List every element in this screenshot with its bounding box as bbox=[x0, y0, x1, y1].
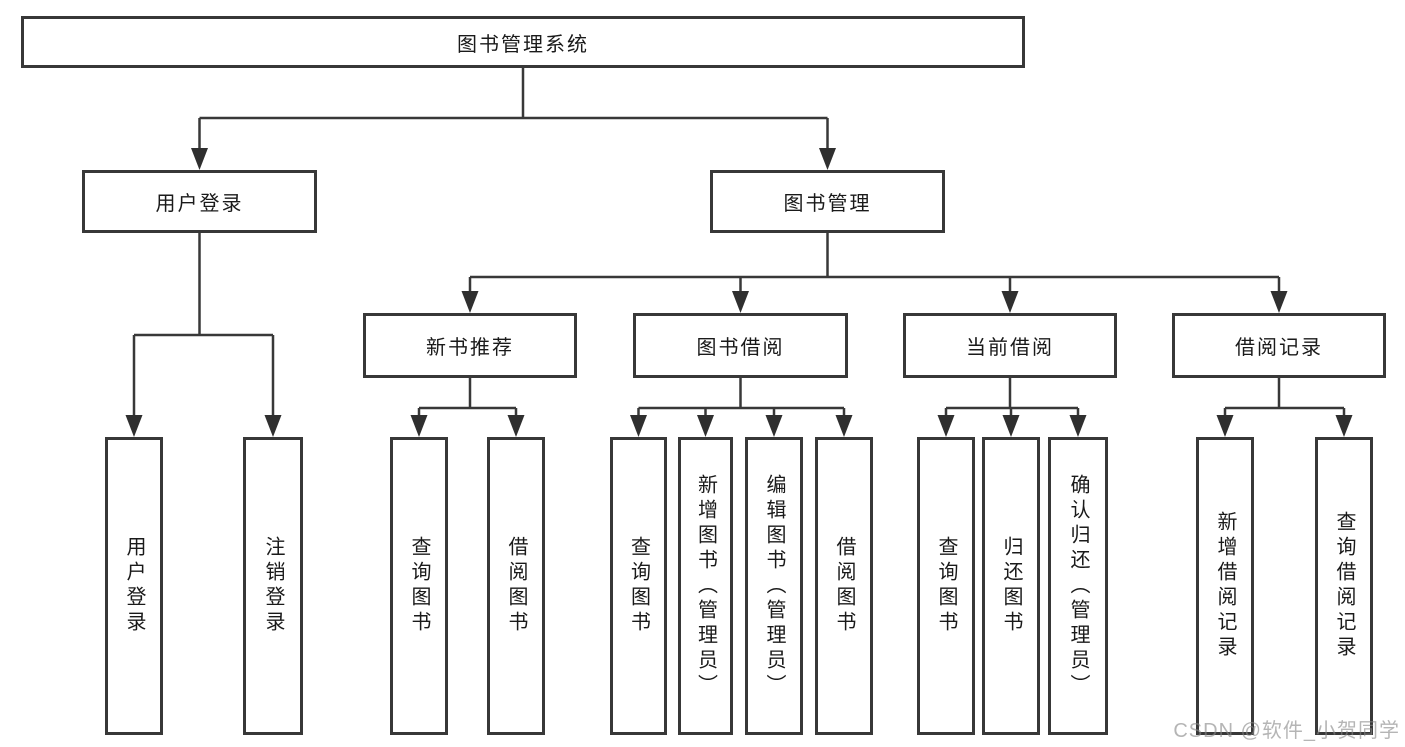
leaf-recommend-query-books: 查询图书 bbox=[390, 437, 448, 735]
leaf-borrow-query-books: 查询图书 bbox=[610, 437, 667, 735]
node-label: 图书借阅 bbox=[696, 337, 785, 359]
connector-book-borrow-children bbox=[637, 378, 846, 417]
leaf-user-login: 用户登录 bbox=[105, 437, 163, 735]
node-book-management: 图书管理 bbox=[710, 170, 945, 233]
connector-user-login-children bbox=[132, 233, 275, 417]
node-label: 查询借阅记录 bbox=[1333, 511, 1355, 661]
node-label: 编辑图书（管理员） bbox=[763, 473, 785, 699]
node-root-library-system: 图书管理系统 bbox=[21, 16, 1025, 68]
node-label: 新增图书（管理员） bbox=[694, 473, 717, 699]
connector-new-book-recommend-children bbox=[417, 378, 518, 417]
node-label: 用户登录 bbox=[123, 536, 145, 636]
node-label: 借阅图书 bbox=[505, 536, 527, 636]
node-label: 图书管理 bbox=[783, 193, 872, 215]
connector-book-management-to-level3 bbox=[468, 233, 1281, 293]
connector-current-borrow-children bbox=[944, 378, 1080, 417]
node-label: 确认归还（管理员） bbox=[1067, 473, 1089, 699]
connector-borrow-records-children bbox=[1223, 378, 1346, 417]
arrowheads bbox=[125, 148, 1353, 437]
csdn-watermark: CSDN @软件_小贺同学 bbox=[1173, 720, 1400, 742]
leaf-records-query-borrow-record: 查询借阅记录 bbox=[1315, 437, 1373, 735]
leaf-current-confirm-return-admin: 确认归还（管理员） bbox=[1048, 437, 1108, 735]
node-label: 新书推荐 bbox=[426, 337, 514, 359]
node-book-borrow: 图书借阅 bbox=[633, 313, 848, 378]
node-label: 图书管理系统 bbox=[457, 33, 589, 56]
leaf-current-query-books: 查询图书 bbox=[917, 437, 975, 735]
node-label: 注销登录 bbox=[262, 536, 284, 636]
node-user-login: 用户登录 bbox=[82, 170, 317, 233]
leaf-borrow-add-books-admin: 新增图书（管理员） bbox=[678, 437, 733, 735]
node-current-borrow: 当前借阅 bbox=[903, 313, 1117, 378]
leaf-logout: 注销登录 bbox=[243, 437, 303, 735]
node-label: 新增借阅记录 bbox=[1214, 511, 1236, 661]
leaf-current-return-books: 归还图书 bbox=[982, 437, 1040, 735]
leaf-recommend-borrow-books: 借阅图书 bbox=[487, 437, 545, 735]
node-label: 借阅记录 bbox=[1235, 337, 1323, 359]
node-label: 查询图书 bbox=[408, 536, 430, 636]
connector-root-to-level2 bbox=[198, 68, 829, 150]
node-new-book-recommend: 新书推荐 bbox=[363, 313, 577, 378]
node-label: 归还图书 bbox=[1000, 536, 1022, 636]
node-label: 当前借阅 bbox=[966, 337, 1054, 359]
node-label: 用户登录 bbox=[155, 193, 244, 215]
leaf-borrow-edit-books-admin: 编辑图书（管理员） bbox=[745, 437, 803, 735]
leaf-borrow-borrow-books: 借阅图书 bbox=[815, 437, 873, 735]
node-borrow-records: 借阅记录 bbox=[1172, 313, 1386, 378]
node-label: 借阅图书 bbox=[833, 536, 855, 636]
node-label: 查询图书 bbox=[935, 536, 957, 636]
leaf-records-add-borrow-record: 新增借阅记录 bbox=[1196, 437, 1254, 735]
node-label: 查询图书 bbox=[627, 536, 650, 636]
